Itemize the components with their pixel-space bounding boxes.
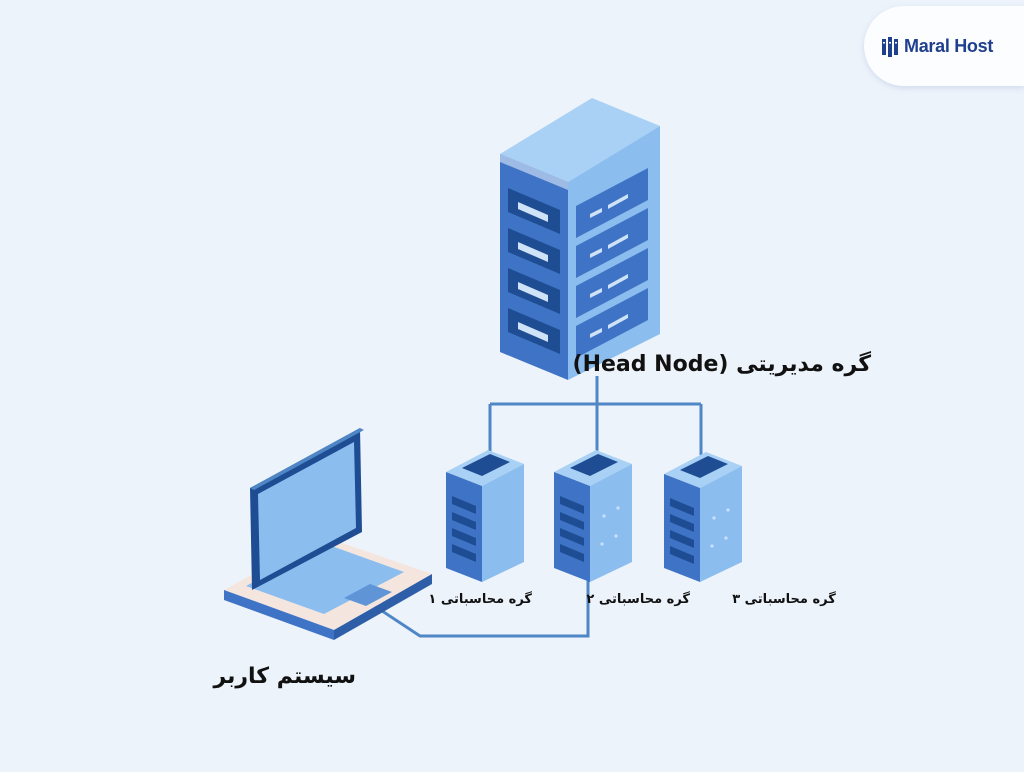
- compute-node-2-label: گره محاسباتی ۲: [586, 592, 690, 607]
- user-system-label: سیستم کاربر: [213, 664, 356, 689]
- compute-node-1-server-icon: [446, 450, 524, 582]
- compute-node-3-label: گره محاسباتی ۳: [732, 592, 836, 607]
- compute-node-1-label: گره محاسباتی ۱: [428, 592, 532, 607]
- line-laptop-to-node2: [369, 576, 590, 638]
- user-laptop-icon: [224, 428, 432, 640]
- connection-lines: [369, 376, 703, 638]
- compute-node-2-server-icon: [554, 450, 632, 582]
- brand-name: Maral Host: [904, 36, 994, 56]
- head-node-server-icon: [500, 98, 660, 380]
- head-node-label: گره مدیریتی (Head Node): [572, 352, 871, 377]
- compute-node-3-server-icon: [664, 452, 742, 582]
- brand-mark-icon: [882, 37, 898, 57]
- brand-logo: Maral Host: [860, 0, 1024, 88]
